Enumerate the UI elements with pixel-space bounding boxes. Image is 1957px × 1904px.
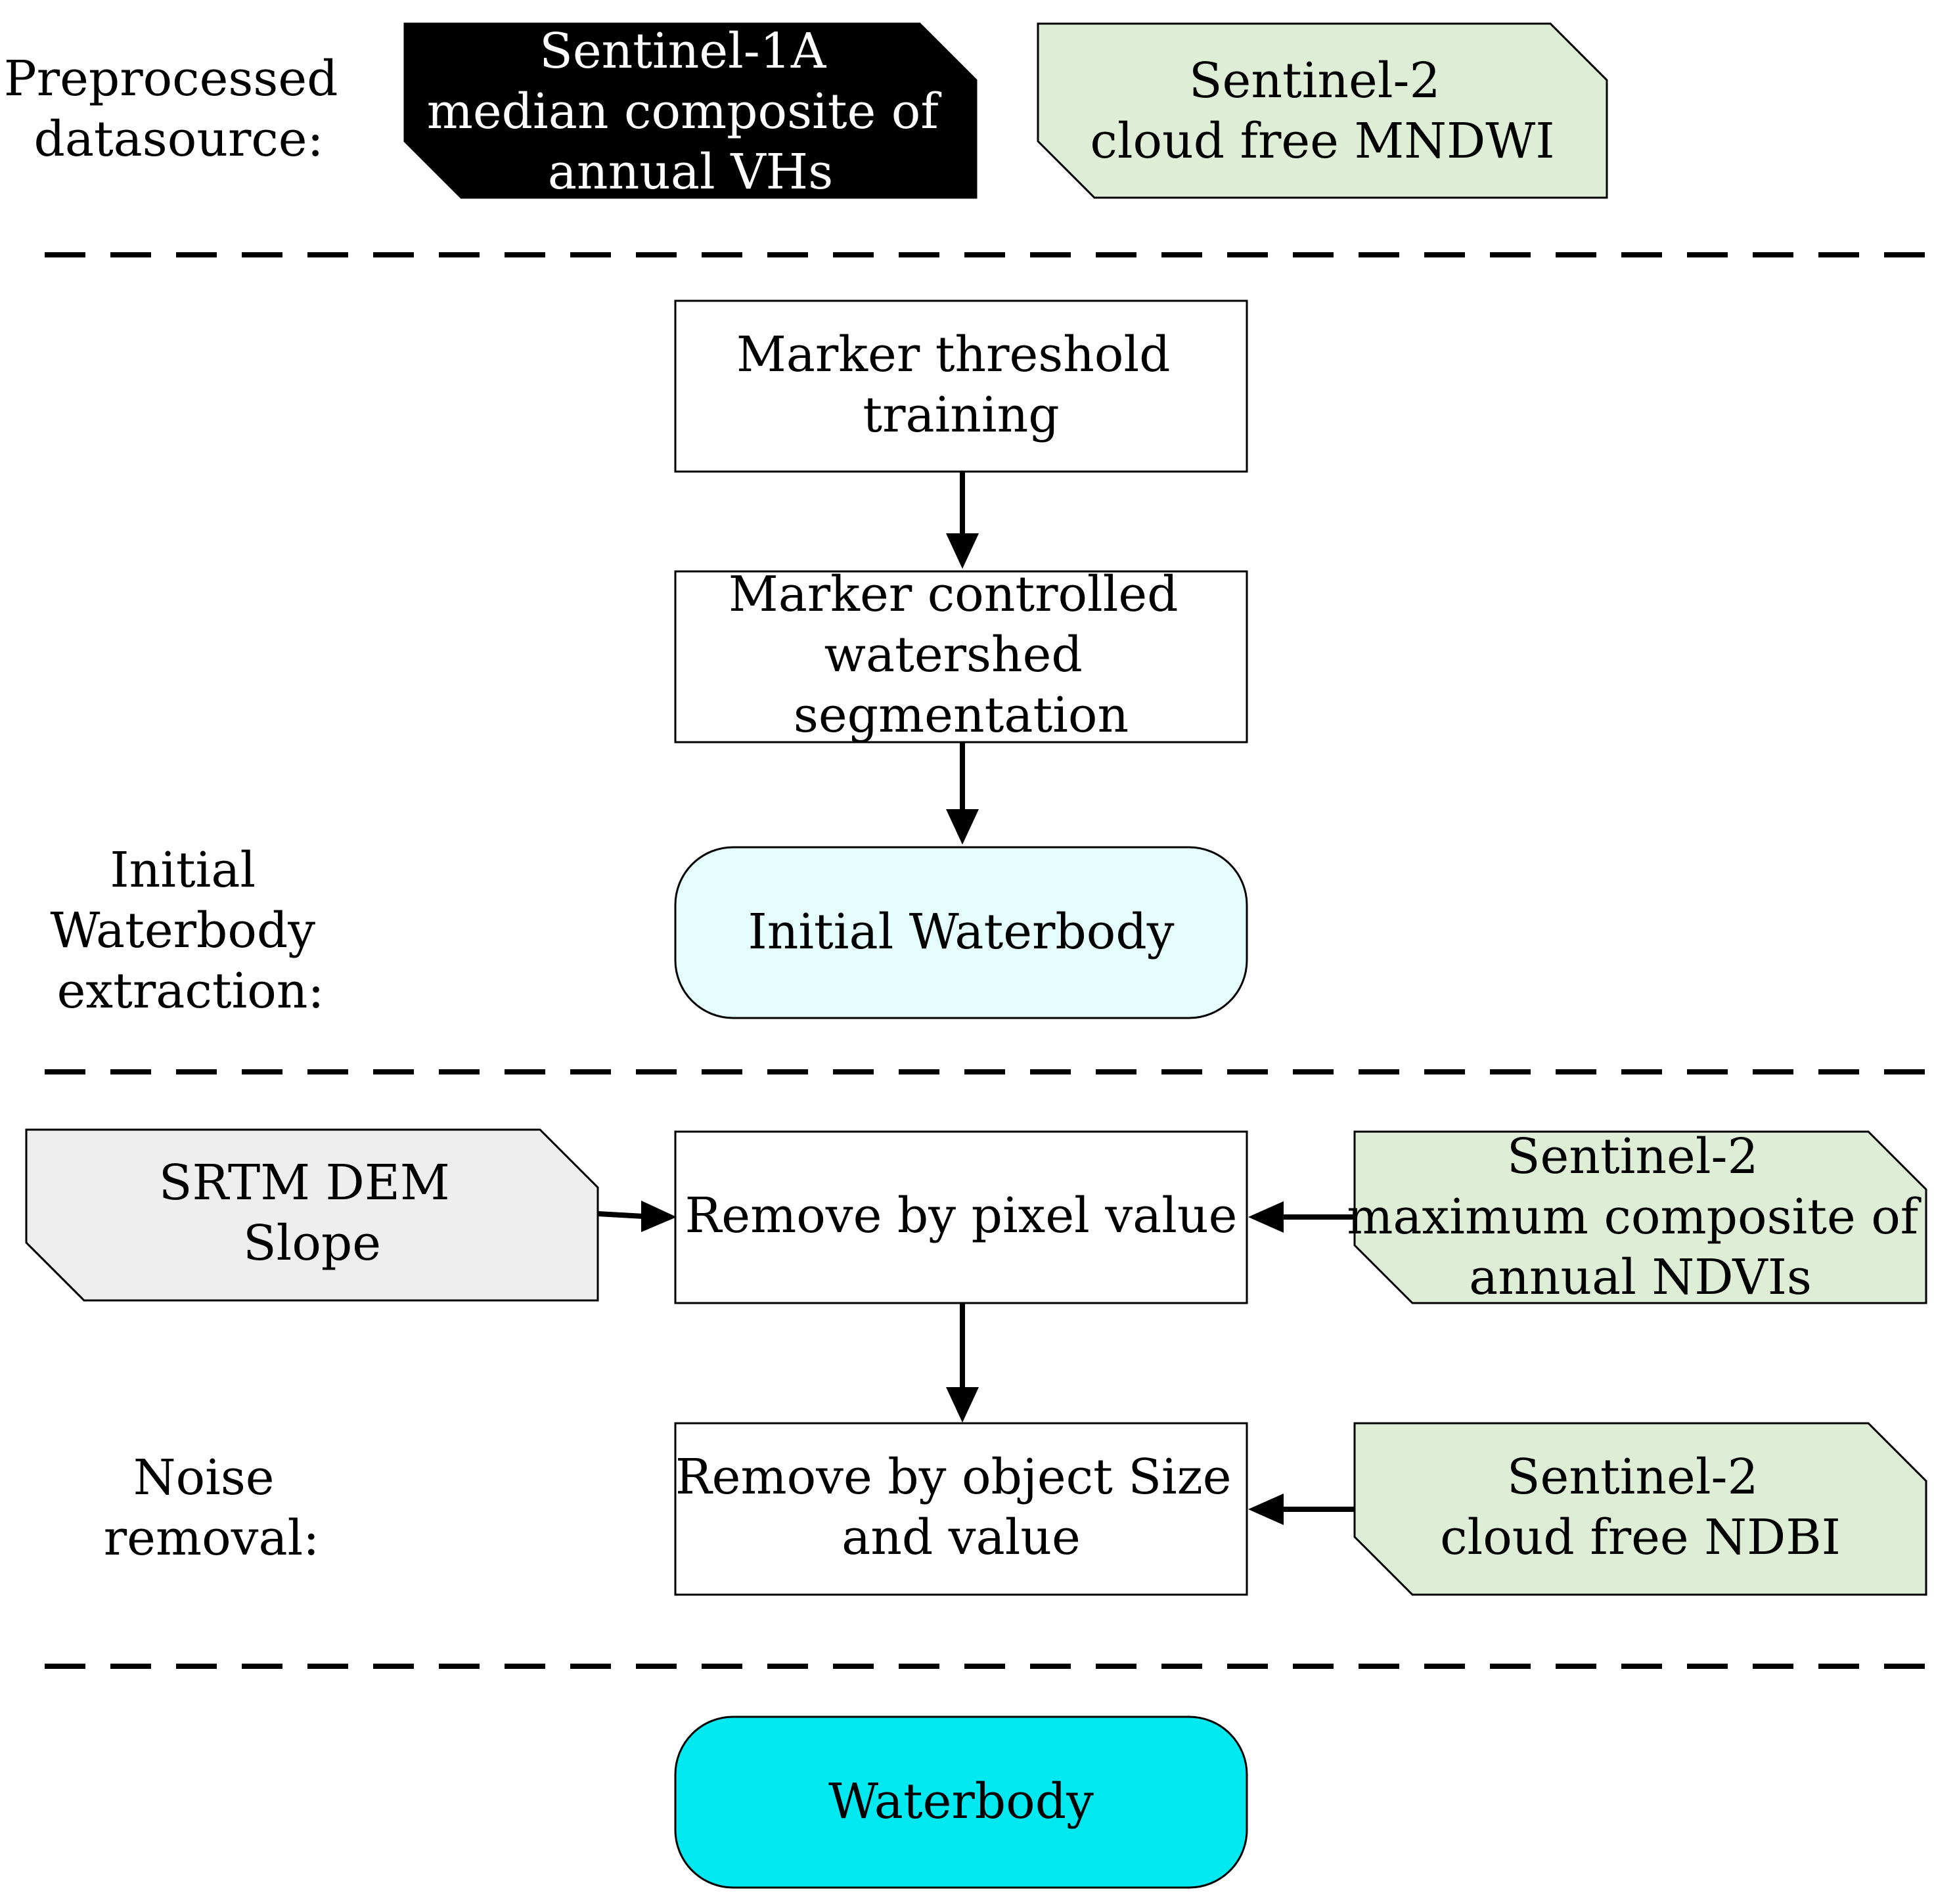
- stage-label-initial: Initial Waterbody extraction:: [50, 842, 330, 1019]
- node-sentinel1: [403, 22, 978, 199]
- node-line: Sentinel-2: [1189, 53, 1441, 109]
- node-sentinel2-ndvi: [1353, 1130, 1927, 1304]
- node-line: Sentinel-2: [1507, 1449, 1759, 1505]
- node-remove-pixel-text: Remove by pixel value: [685, 1187, 1238, 1244]
- node-line: Marker threshold: [736, 326, 1171, 383]
- node-line: Waterbody: [828, 1773, 1094, 1830]
- stage-label-noise: Noise removal:: [104, 1450, 319, 1566]
- node-marker-threshold-text: Marker threshold training: [736, 326, 1186, 443]
- node-line: watershed: [824, 627, 1083, 683]
- node-text: Sentinel-1A median composite of annual V…: [159, 23, 1933, 1830]
- node-sentinel2-mndwi: [1037, 22, 1608, 199]
- node-remove-object-text: Remove by object Size and value: [675, 1449, 1247, 1566]
- arrowhead: [641, 1201, 677, 1232]
- node-line: maximum composite of: [1347, 1189, 1922, 1245]
- arrowhead: [946, 809, 979, 845]
- node-line: Marker controlled: [729, 566, 1179, 623]
- node-srtm: [25, 1128, 599, 1302]
- node-line: Sentinel-2: [1507, 1128, 1759, 1185]
- node-sentinel2-ndvi-text: Sentinel-2 maximum composite of annual N…: [1347, 1128, 1933, 1306]
- node-line: cloud free NDBI: [1440, 1509, 1841, 1566]
- arrowhead: [1248, 1494, 1284, 1525]
- node-sentinel2-ndbi: [1353, 1422, 1927, 1596]
- node-line: annual NDVIs: [1469, 1249, 1812, 1306]
- node-line: Remove by object Size: [675, 1449, 1232, 1505]
- arrowhead: [1248, 1201, 1284, 1233]
- node-line: Sentinel-1A: [539, 23, 827, 79]
- node-marker-watershed: [674, 570, 1248, 743]
- section-separators: [45, 252, 1931, 1669]
- node-sentinel2-mndwi-text: Sentinel-2 cloud free MNDWI: [1090, 53, 1554, 169]
- node-line: segmentation: [794, 687, 1129, 743]
- arrowhead: [946, 1387, 979, 1423]
- edges: [597, 472, 1355, 1525]
- node-line: SRTM DEM: [159, 1155, 450, 1211]
- node-line: Slope: [243, 1215, 381, 1272]
- stage-line: Initial: [110, 842, 256, 898]
- node-line: Initial Waterbody: [748, 904, 1174, 960]
- node-remove-object: [674, 1422, 1248, 1596]
- node-marker-threshold: [674, 299, 1248, 473]
- node-line: training: [863, 387, 1059, 443]
- node-line: Remove by pixel value: [685, 1187, 1238, 1244]
- stage-line: Waterbody: [50, 902, 315, 959]
- node-waterbody: [674, 1716, 1248, 1889]
- arrowhead: [946, 533, 979, 569]
- stage-label-preprocessed: Preprocessed datasource:: [4, 51, 353, 167]
- node-sentinel2-ndbi-text: Sentinel-2 cloud free NDBI: [1440, 1449, 1841, 1566]
- stage-line: Preprocessed: [4, 51, 338, 107]
- node-line: and value: [842, 1509, 1081, 1566]
- node-initial-waterbody: [674, 846, 1248, 1019]
- node-remove-pixel: [674, 1130, 1248, 1304]
- node-srtm-text: SRTM DEM Slope: [159, 1155, 465, 1272]
- nodes: [25, 22, 1927, 1889]
- node-waterbody-text: Waterbody: [828, 1773, 1094, 1830]
- stage-line: extraction:: [57, 963, 325, 1019]
- node-marker-watershed-text: Marker controlled watershed segmentation: [729, 566, 1194, 743]
- node-line: cloud free MNDWI: [1090, 113, 1554, 169]
- edge-srtm-to-pixel: [597, 1211, 644, 1219]
- node-line: median composite of: [427, 83, 942, 140]
- stage-line: datasource:: [34, 111, 323, 167]
- stage-line: Noise: [133, 1450, 275, 1506]
- node-initial-waterbody-text: Initial Waterbody: [748, 904, 1174, 960]
- node-line: annual VHs: [548, 144, 833, 200]
- node-sentinel1-text: Sentinel-1A median composite of annual V…: [427, 23, 955, 200]
- stage-line: removal:: [104, 1510, 319, 1566]
